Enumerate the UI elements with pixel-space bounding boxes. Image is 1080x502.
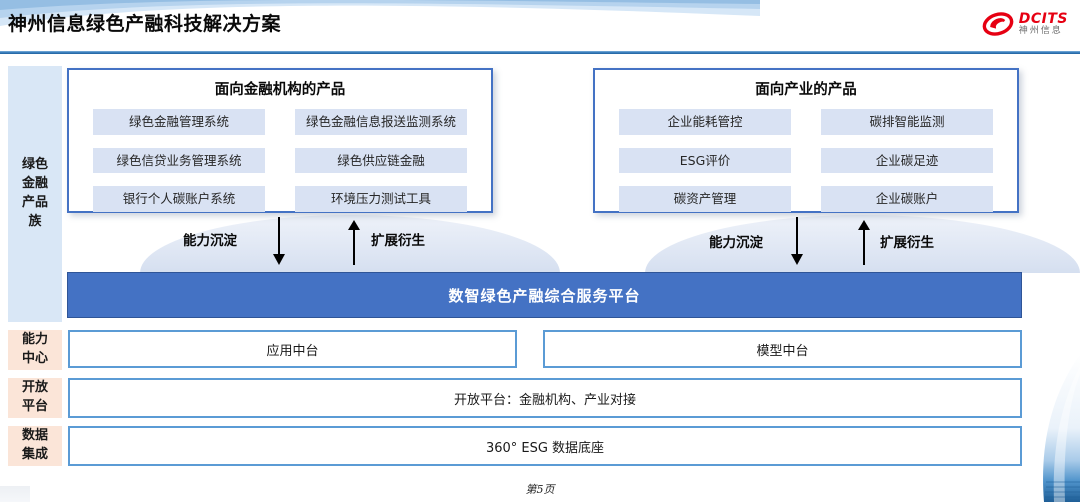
product-item: 碳排智能监测 (821, 109, 993, 135)
bottom-left-decoration (0, 486, 30, 502)
esg-data-base-box: 360° ESG 数据底座 (68, 426, 1022, 466)
financial-products-title: 面向金融机构的产品 (214, 82, 346, 98)
financial-products-grid: 绿色金融管理系统 绿色金融信息报送监测系统 绿色信贷业务管理系统 绿色供应链金融… (93, 109, 467, 212)
industry-products-grid: 企业能耗管控 碳排智能监测 ESG评价 企业碳足迹 碳资产管理 企业碳账户 (619, 109, 993, 212)
product-item: 碳资产管理 (619, 186, 791, 212)
down-arrow-icon (273, 217, 285, 265)
application-middle-platform-box: 应用中台 (68, 330, 517, 368)
product-item: 绿色金融信息报送监测系统 (295, 109, 467, 135)
financial-products-box: 面向金融机构的产品 绿色金融管理系统 绿色金融信息报送监测系统 绿色信贷业务管理… (67, 68, 493, 213)
header-divider (0, 51, 1080, 54)
sidebar-capability-center: 能力 中心 (8, 330, 62, 370)
page-title: 神州信息绿色产融科技解决方案 (8, 13, 282, 35)
product-item: 环境压力测试工具 (295, 186, 467, 212)
product-item: 绿色金融管理系统 (93, 109, 265, 135)
logo-brand-cn: 神州信息 (1018, 25, 1063, 36)
sidebar-green-finance-family: 绿色 金融 产品 族 (8, 66, 62, 322)
up-arrow-icon (858, 220, 870, 265)
right-expansion-label: 扩展衍生 (880, 235, 934, 251)
product-item: 绿色信贷业务管理系统 (93, 147, 265, 174)
right-capability-label: 能力沉淀 (709, 235, 763, 251)
product-item: 企业能耗管控 (619, 109, 791, 135)
product-item: ESG评价 (619, 147, 791, 174)
dcits-swirl-icon (982, 12, 1014, 36)
industry-products-box: 面向产业的产品 企业能耗管控 碳排智能监测 ESG评价 企业碳足迹 碳资产管理 … (593, 68, 1019, 213)
left-expansion-label: 扩展衍生 (371, 233, 425, 249)
product-item: 企业碳足迹 (821, 147, 993, 174)
down-arrow-icon (791, 217, 803, 265)
up-arrow-icon (348, 220, 360, 265)
product-item: 绿色供应链金融 (295, 147, 467, 174)
sidebar-open-platform: 开放 平台 (8, 378, 62, 418)
model-middle-platform-box: 模型中台 (543, 330, 1022, 368)
page-number: 第5页 (525, 483, 555, 496)
logo-brand: DCITS (1018, 10, 1068, 27)
logo-text: DCITS 神州信息 (1019, 12, 1068, 36)
open-platform-box: 开放平台：金融机构、产业对接 (68, 378, 1022, 418)
product-item: 企业碳账户 (821, 186, 993, 212)
sidebar-data-integration: 数据 集成 (8, 426, 62, 466)
industry-products-title: 面向产业的产品 (755, 82, 857, 98)
platform-bar: 数智绿色产融综合服务平台 (67, 272, 1022, 318)
product-item: 银行个人碳账户系统 (93, 186, 265, 212)
company-logo: DCITS 神州信息 (981, 10, 1068, 38)
left-capability-label: 能力沉淀 (183, 233, 237, 249)
